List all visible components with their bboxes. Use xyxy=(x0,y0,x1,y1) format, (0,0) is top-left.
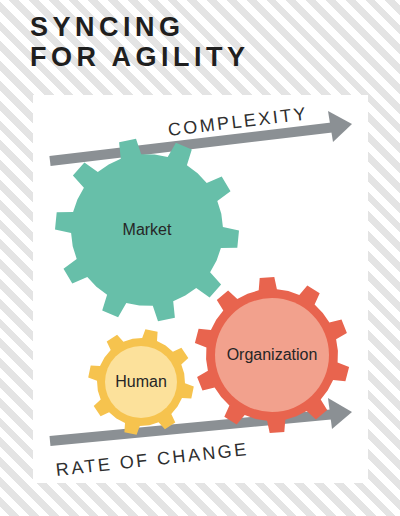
gear-label: Market xyxy=(123,221,172,239)
diagram-title: SYNCING FOR AGILITY xyxy=(30,12,253,72)
gear-label: Organization xyxy=(227,346,318,364)
gear-body xyxy=(88,329,194,435)
market-gear: Market xyxy=(53,136,241,324)
axis-label: COMPLEXITY xyxy=(167,103,310,141)
gear-label-box: Human xyxy=(86,327,196,437)
gear-body xyxy=(195,277,349,433)
organization-gear: Organization xyxy=(192,275,352,435)
gear-hub xyxy=(215,298,329,412)
axis-label: RATE OF CHANGE xyxy=(55,439,250,481)
gear-label: Human xyxy=(115,373,167,391)
gear-hub xyxy=(105,346,177,418)
human-gear: Human xyxy=(86,327,196,437)
arrow-head xyxy=(328,398,352,429)
gear-label-box: Organization xyxy=(192,275,352,435)
gear-label-box: Market xyxy=(53,136,241,324)
gear-body xyxy=(55,139,239,322)
rate-arrow xyxy=(50,414,336,441)
arrow-head xyxy=(328,111,352,142)
